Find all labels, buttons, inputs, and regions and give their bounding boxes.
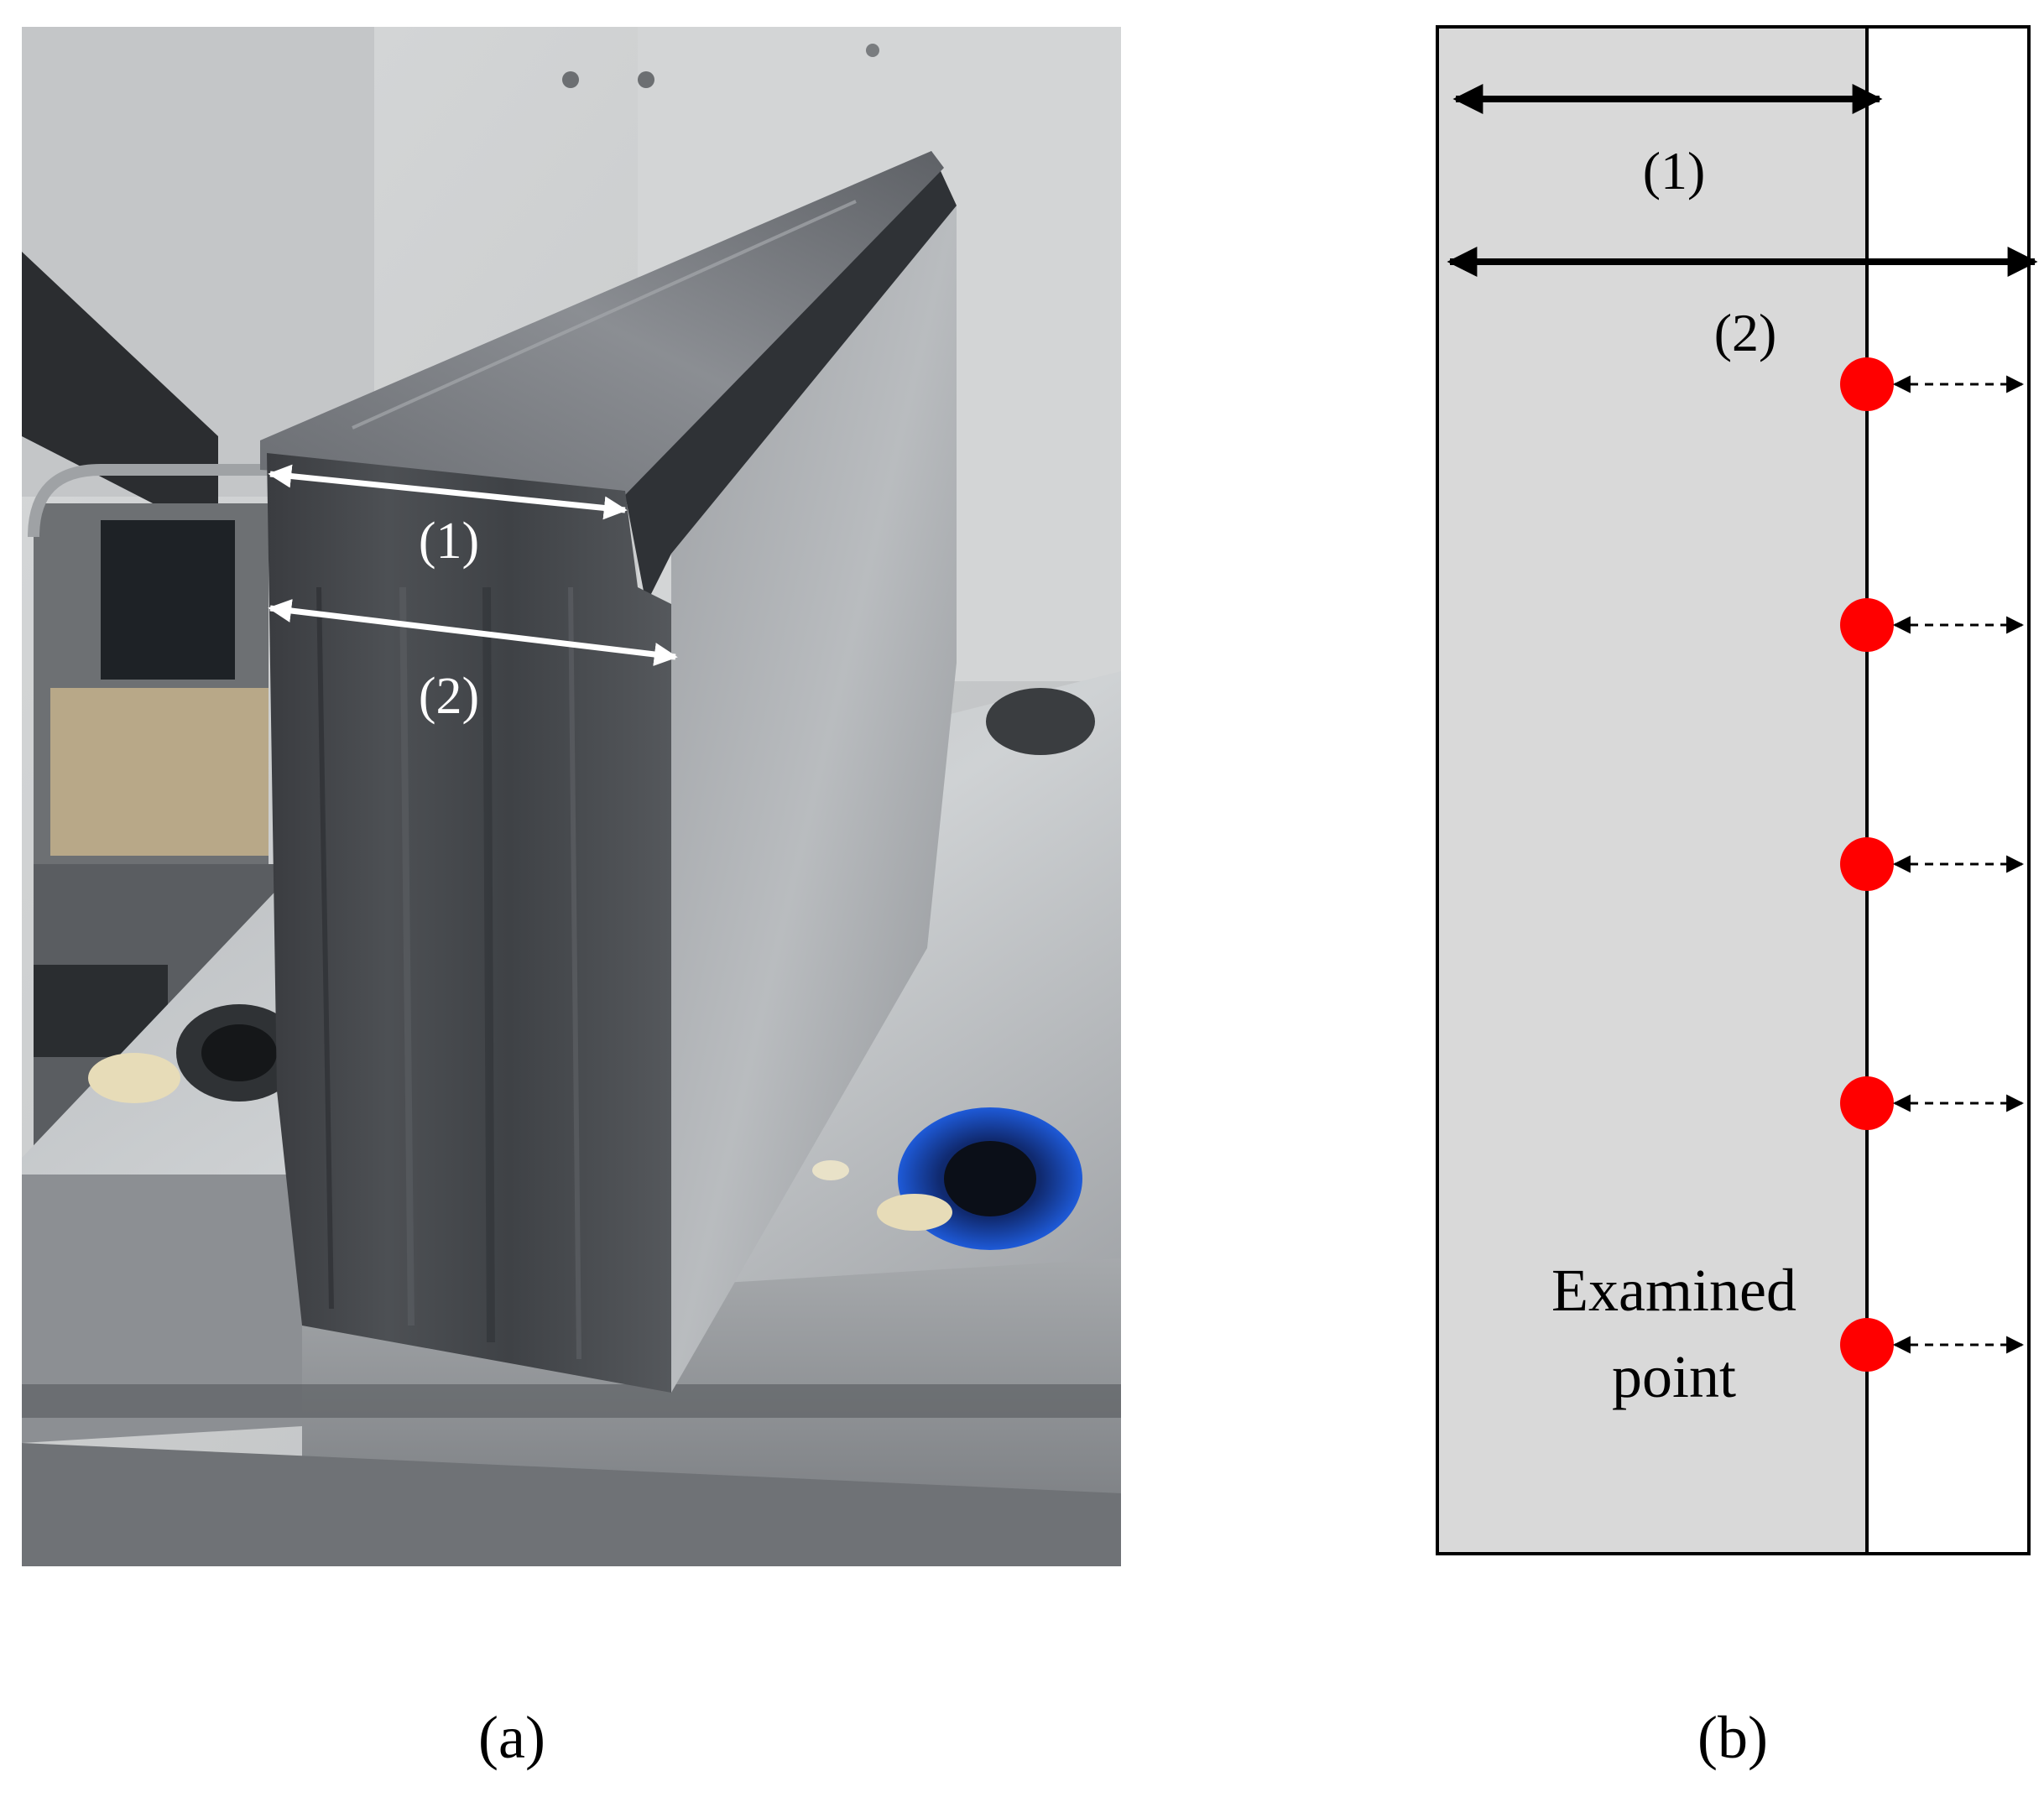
- examined-point-5: [1840, 1318, 2025, 1372]
- examined-point-marker: [1840, 1076, 1894, 1130]
- examined-point-marker: [1840, 837, 1894, 891]
- examined-point-2: [1840, 598, 2025, 652]
- examined-point-marker: [1840, 598, 1894, 652]
- panel-a-photo: (1) (2): [22, 27, 1121, 1566]
- examined-point-4: [1840, 1076, 2025, 1130]
- schematic-dimension-label-2: (2): [1714, 303, 1777, 362]
- examined-point-label-line2: point: [1612, 1343, 1736, 1410]
- schematic-dimension-label-1: (1): [1643, 141, 1706, 201]
- examined-point-marker: [1840, 1318, 1894, 1372]
- examined-point-1: [1840, 357, 2025, 411]
- examined-point-label-line1: Examined: [1551, 1257, 1796, 1324]
- schematic-shaded-region: [1439, 29, 1867, 1552]
- caption-a: (a): [478, 1704, 545, 1771]
- photo-dimension-arrow-1: [268, 464, 628, 520]
- examined-point-marker: [1840, 357, 1894, 411]
- photo-dimension-label-1: (1): [419, 513, 479, 570]
- caption-b: (b): [1697, 1704, 1768, 1771]
- panel-b-schematic: (1) (2) Examined point: [1436, 25, 2038, 1555]
- examined-point-3: [1840, 837, 2025, 891]
- photo-dimension-label-2: (2): [419, 668, 479, 725]
- photo-dimension-arrow-2: [268, 599, 678, 666]
